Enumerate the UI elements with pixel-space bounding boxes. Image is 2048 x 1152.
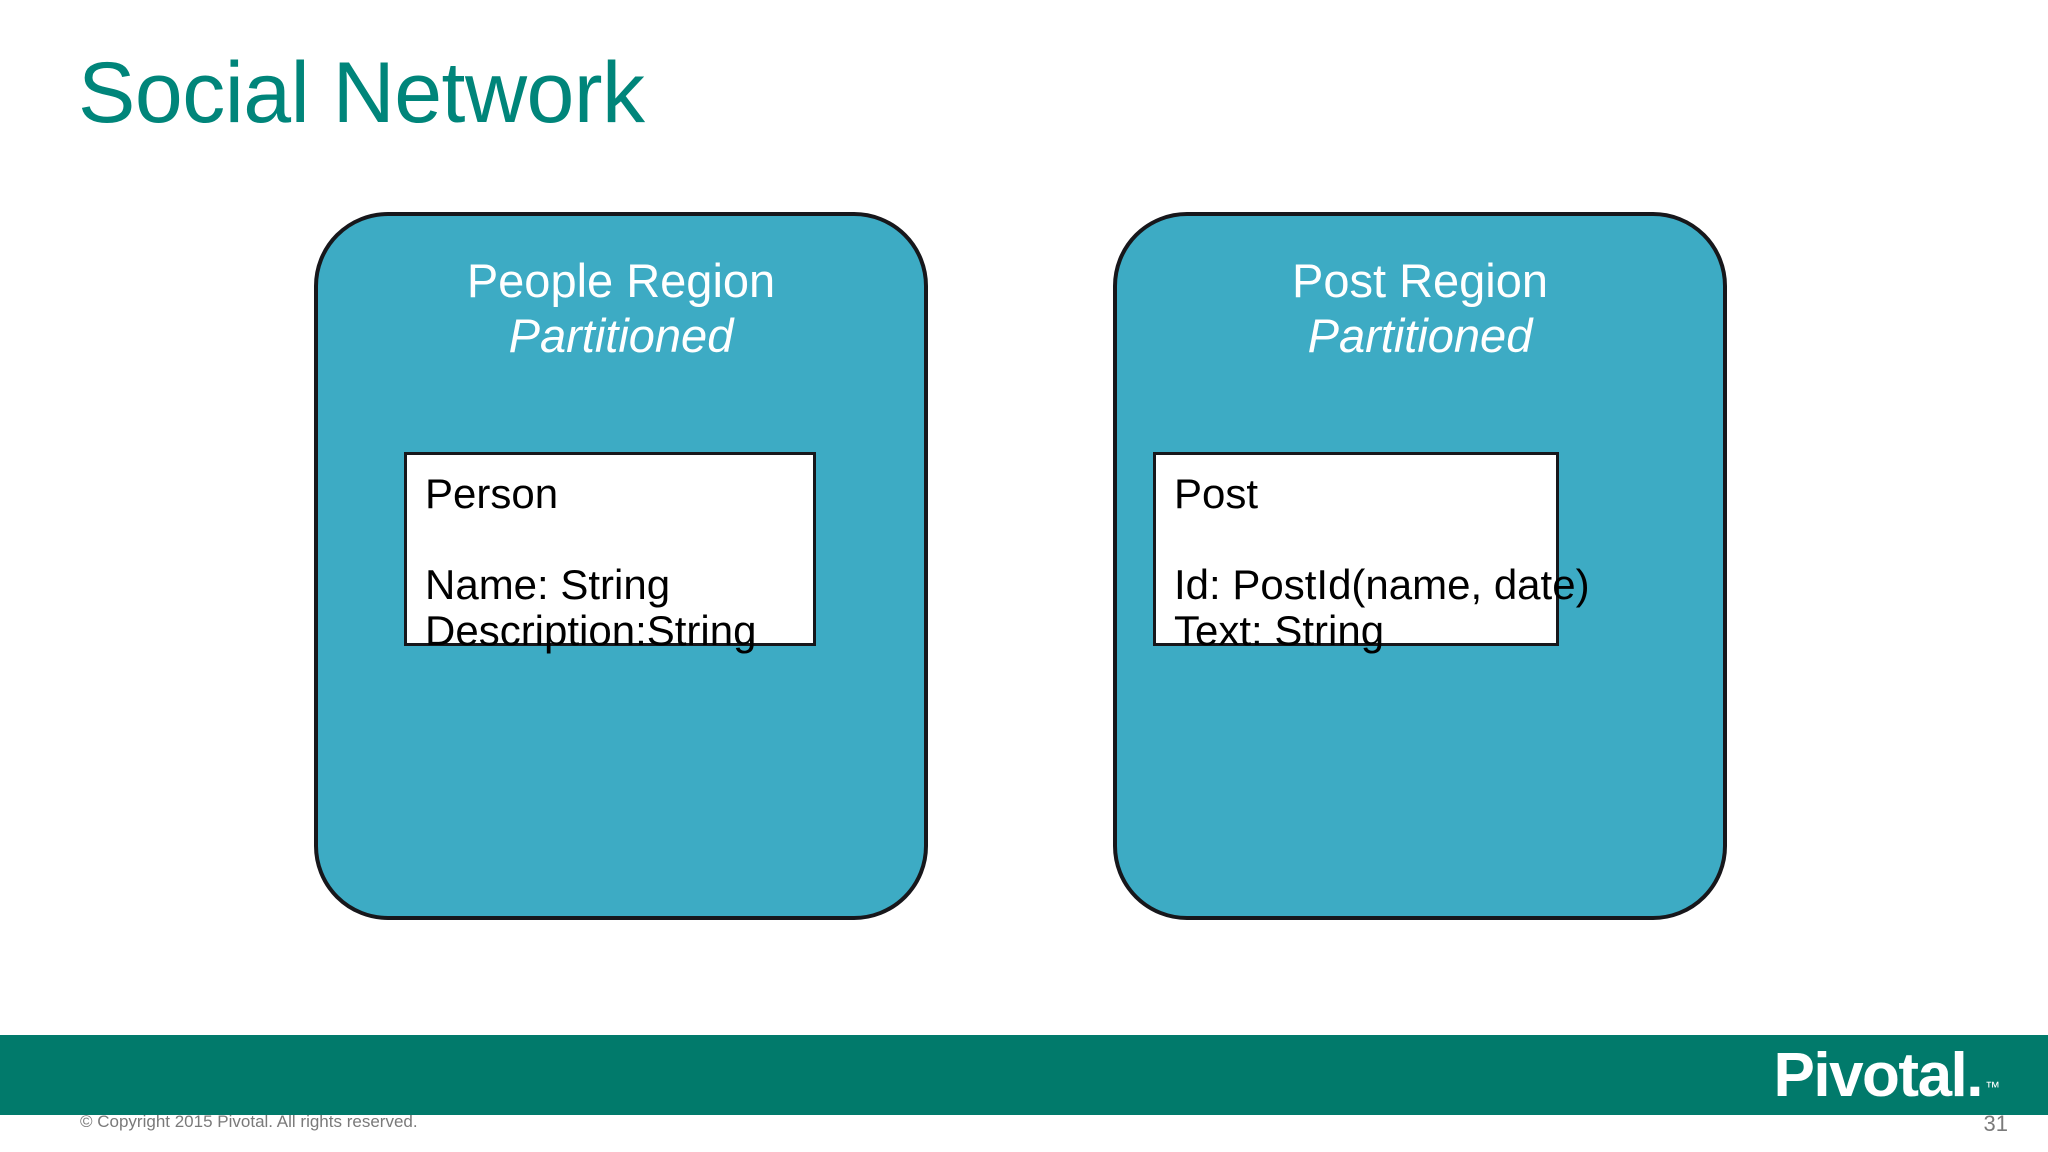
region-policy-people: Partitioned — [508, 308, 734, 362]
entity-spacer — [1174, 516, 1556, 562]
entity-field-person-name: Name: String — [425, 561, 671, 609]
trademark-icon: ™ — [1985, 1079, 2000, 1096]
entity-title-post: Post — [1174, 470, 1259, 517]
pivotal-wordmark: Pivotal. — [1773, 1040, 1983, 1110]
footer-bar — [0, 1035, 2048, 1115]
region-people: People Region Partitioned Person Name: S… — [314, 212, 928, 920]
entity-title-person: Person — [425, 470, 559, 517]
slide-number: 31 — [1983, 1111, 2008, 1136]
entity-spacer — [425, 516, 813, 562]
region-name-people: People Region — [466, 254, 776, 307]
entity-field-post-text: Text: String — [1174, 606, 1385, 654]
copyright-notice: © Copyright 2015 Pivotal. All rights res… — [80, 1112, 418, 1131]
entity-card-person: Person Name: String Description:String — [404, 452, 816, 653]
region-name-post: Post Region — [1291, 254, 1549, 307]
region-policy-post: Partitioned — [1307, 308, 1533, 362]
region-header-people: People Region Partitioned — [318, 254, 924, 363]
region-header-post: Post Region Partitioned — [1117, 254, 1723, 363]
page-title: Social Network — [78, 45, 645, 141]
entity-field-post-id: Id: PostId(name, date) — [1174, 561, 1590, 609]
entity-field-person-description: Description:String — [425, 606, 757, 654]
entity-card-post: Post Id: PostId(name, date) Text: String — [1153, 452, 1590, 653]
region-post: Post Region Partitioned Post Id: PostId(… — [1113, 212, 1727, 920]
pivotal-logo: Pivotal. ™ — [1773, 1040, 2000, 1110]
